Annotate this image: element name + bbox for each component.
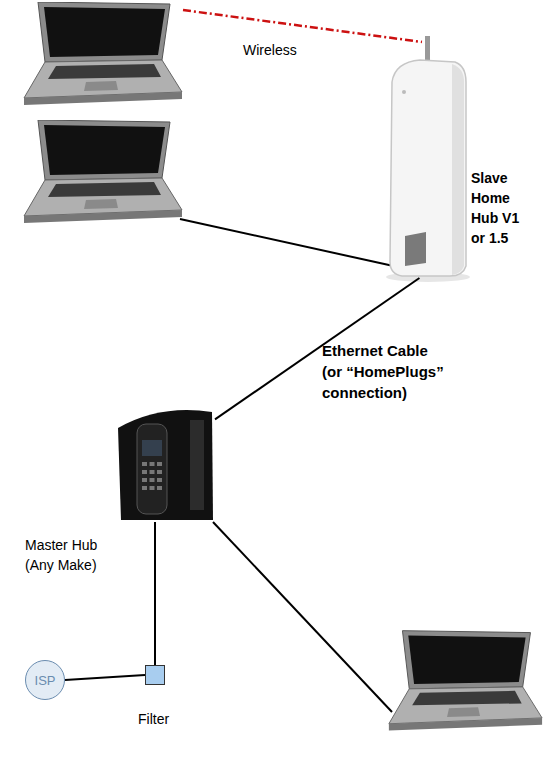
cable-line (180, 219, 398, 267)
laptop-icon (24, 120, 182, 223)
cable-line (154, 522, 156, 665)
phone-keypad (142, 462, 162, 490)
cable-line (65, 675, 145, 680)
slave-hub: Slave Home Hub V1 or 1.5 (385, 38, 467, 278)
laptop-icon (389, 631, 542, 731)
hub-side (452, 64, 464, 275)
hub-side (190, 420, 204, 510)
node-label: Filter (138, 711, 169, 727)
hub-body (118, 410, 213, 520)
hub-body (390, 60, 466, 276)
node-label: ISP (26, 661, 64, 699)
hub-port (405, 232, 426, 266)
phone-handset (137, 424, 167, 514)
device-label: Master Hub (Any Make) (25, 535, 105, 575)
master-hub: Master Hub (Any Make) (115, 408, 215, 522)
isp-circle: ISP (25, 660, 65, 700)
wireless-link (183, 10, 422, 42)
phone-screen (142, 440, 162, 456)
note-label: Wireless (243, 42, 297, 58)
laptop-icon (24, 2, 182, 105)
device-label: Slave Home Hub V1 or 1.5 (471, 168, 537, 248)
cable-line (213, 522, 392, 712)
filter-box: Filter (145, 665, 165, 685)
hub-light (402, 90, 406, 94)
connector-label: Ethernet Cable (or “HomePlugs” connectio… (322, 340, 452, 403)
